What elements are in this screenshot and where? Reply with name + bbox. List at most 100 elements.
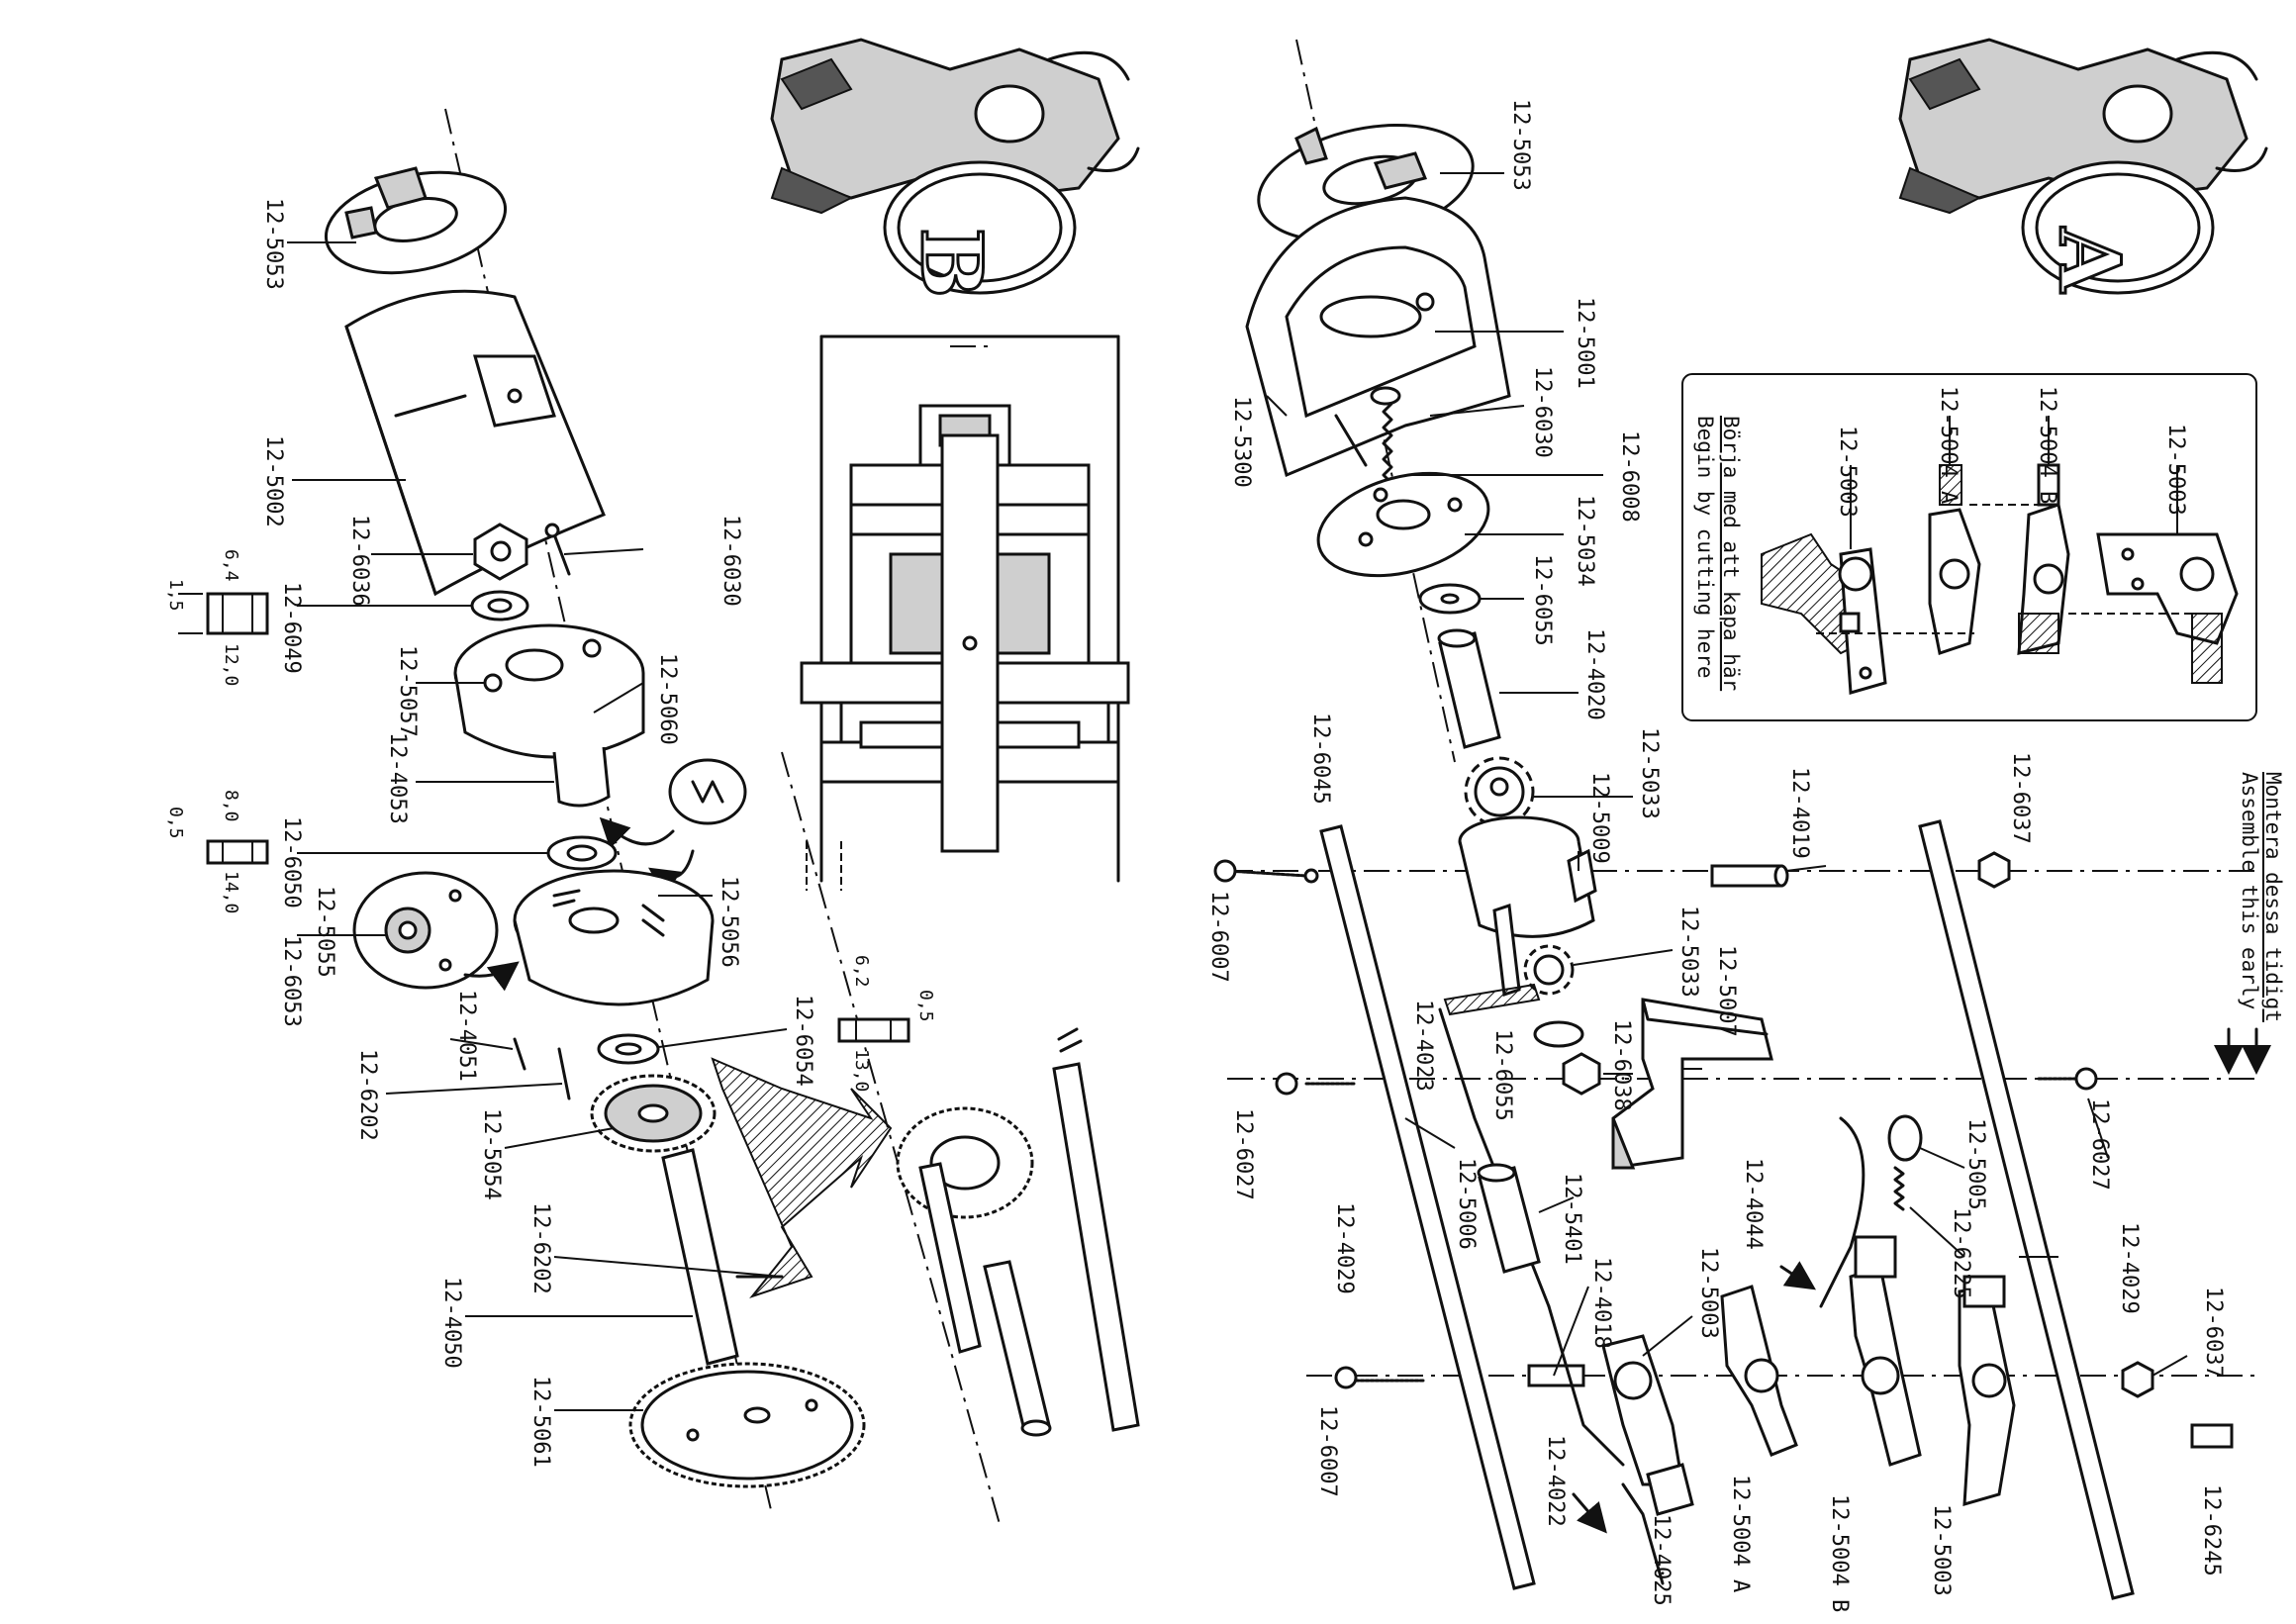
label-5001: 12-5001 [1573, 297, 1597, 389]
label-6245: 12-6245 [2199, 1484, 2224, 1576]
part-4020-tube [1438, 631, 1501, 749]
dim-6050-thk: 0,5 [165, 807, 186, 839]
dim-6054-inner: 6,2 [851, 955, 872, 988]
part-5034-disc [1316, 471, 1490, 578]
dim-6054-thk: 0,5 [915, 990, 936, 1022]
cutbox-label-5004a: 12-5004 A [1936, 386, 1961, 504]
part-5001-housing [1245, 196, 1511, 478]
label-6055-b: 12-6055 [1490, 1029, 1515, 1121]
label-4044: 12-4044 [1741, 1158, 1766, 1250]
label-6037-a: 12-6037 [2008, 752, 2033, 844]
label-6050: 12-6050 [279, 816, 304, 908]
label-5033-a: 12-5033 [1637, 727, 1662, 819]
label-4019: 12-4019 [1787, 767, 1812, 859]
cutbox-label-5003-b: 12-5003 [2163, 424, 2188, 516]
panel-a: A [1206, 38, 2285, 1612]
label-6037-b: 12-6037 [2201, 1287, 2226, 1379]
part-5033-gear-b [1523, 944, 1575, 996]
part-5003-lever-b [1958, 1275, 2016, 1507]
label-6055-a: 12-6055 [1530, 554, 1555, 646]
part-5061-main-gear [628, 1362, 866, 1488]
screws-a [1213, 859, 2098, 1389]
label-5054: 12-5054 [479, 1108, 504, 1200]
label-5003-a: 12-5003 [1696, 1247, 1721, 1339]
label-5057: 12-5057 [395, 645, 420, 737]
badge-b: B [903, 228, 1001, 298]
assembly-direction-arrow [711, 1057, 893, 1299]
label-5401: 12-5401 [1560, 1173, 1584, 1265]
panel-b: B [165, 38, 1140, 1525]
label-5004a: 12-5004 A [1728, 1475, 1753, 1592]
label-4051: 12-4051 [454, 990, 479, 1082]
label-5061: 12-5061 [528, 1376, 553, 1468]
part-5004b-lever [1849, 1235, 1922, 1467]
dim-6049-outer: 12,0 [221, 643, 241, 686]
label-5034: 12-5034 [1573, 495, 1597, 587]
label-6030-a: 12-6030 [1530, 366, 1555, 458]
label-5033-b: 12-5033 [1676, 906, 1701, 998]
part-4050-shaft [661, 1148, 739, 1366]
labels-a: 12-5053 12-5001 12-6030 12-5300 12-6008 … [1206, 99, 2226, 1612]
label-6027-b: 12-6027 [2087, 1099, 2112, 1191]
label-5003-b: 12-5003 [1929, 1504, 1954, 1596]
dim-6050-outer: 14,0 [221, 871, 241, 913]
label-5055: 12-5055 [313, 886, 337, 978]
label-4023: 12-4023 [1411, 1000, 1436, 1092]
dim-6050 [206, 839, 269, 865]
labels-b: 12-5053 12-5002 12-6030 12-6036 12-6049 … [165, 198, 936, 1468]
label-6007-b: 12-6007 [1315, 1405, 1340, 1497]
part-4029-rails [1319, 819, 2135, 1600]
label-4020: 12-4020 [1582, 628, 1607, 720]
label-6049: 12-6049 [279, 582, 304, 674]
leaders-b [287, 241, 788, 1411]
mascot-a-illustration: A [1898, 38, 2268, 296]
part-5033-gear-a [1464, 756, 1535, 827]
label-6202-b: 12-6202 [528, 1202, 553, 1294]
part-5057-hub [453, 623, 645, 808]
label-6225: 12-6225 [1949, 1207, 1973, 1299]
label-6045: 12-6045 [1308, 713, 1333, 805]
label-5056: 12-5056 [717, 876, 741, 968]
label-6007-a: 12-6007 [1206, 891, 1231, 983]
label-5300: 12-5300 [1229, 396, 1254, 488]
part-5055-planet-gear [352, 871, 520, 992]
part-5004a-lever [1720, 1285, 1798, 1457]
label-5053-a: 12-5053 [1508, 99, 1533, 191]
dim-6054-outer: 13,0 [851, 1049, 872, 1092]
label-4029-a: 12-4029 [1332, 1202, 1357, 1294]
label-5009: 12-5009 [1587, 772, 1612, 864]
part-5002-housing [344, 289, 606, 597]
label-6036: 12-6036 [347, 515, 372, 607]
label-5006: 12-5006 [1454, 1158, 1479, 1250]
label-6038: 12-6038 [1609, 1019, 1634, 1111]
badge-a: A [2041, 227, 2139, 294]
detail-gear-on-shaft [896, 1027, 1140, 1437]
label-6202-a: 12-6202 [355, 1049, 380, 1141]
section-view [800, 334, 1130, 891]
label-5060: 12-5060 [655, 653, 680, 745]
label-5053-b: 12-5053 [261, 198, 286, 290]
label-5005: 12-5005 [1963, 1118, 1988, 1210]
label-5007: 12-5007 [1714, 945, 1739, 1037]
label-5004b: 12-5004 B [1827, 1494, 1852, 1612]
label-4053: 12-4053 [385, 732, 410, 824]
label-4025: 12-4025 [1649, 1514, 1674, 1606]
part-5054-bevel-gear [590, 1074, 717, 1153]
cutbox-note-en: Begin by cutting here [1693, 416, 1717, 679]
dim-6054 [837, 1017, 910, 1043]
cut-instruction-box: 12-5003 12-5004 A 12-5004 B 12-5003 Börj… [1681, 373, 2257, 721]
cutbox-label-5003-a: 12-5003 [1835, 426, 1860, 518]
label-6054: 12-6054 [791, 995, 815, 1087]
label-6027-a: 12-6027 [1231, 1108, 1256, 1200]
label-5002: 12-5002 [261, 435, 286, 527]
label-4050: 12-4050 [439, 1277, 464, 1369]
early-note-sv: Montera dessa tidigt [2261, 772, 2285, 1022]
dim-6049 [178, 592, 269, 635]
label-4022: 12-4022 [1543, 1435, 1568, 1527]
leaders-a [1266, 172, 2188, 1377]
mascot-b-illustration: B [770, 38, 1140, 300]
part-5056-gearbox [513, 869, 715, 1006]
part-5053-b [324, 166, 508, 275]
